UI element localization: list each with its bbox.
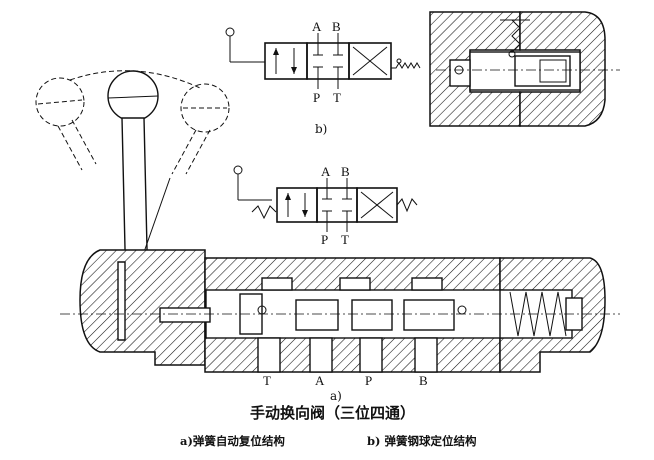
valve-body-section	[60, 249, 620, 373]
symbol-b-port-t: T	[333, 90, 341, 105]
valve-handle	[107, 70, 171, 293]
symbol-a-port-a: A	[321, 164, 331, 179]
valve-port-a: A	[315, 373, 325, 388]
symbol-a-port-t: T	[341, 232, 349, 247]
symbol-b-port-b: B	[332, 19, 341, 34]
symbol-a-port-b: B	[341, 164, 350, 179]
figure-title: 手动换向阀（三位四通）	[250, 404, 415, 422]
symbol-b-port-p: P	[313, 90, 320, 105]
symbol-b-detent	[225, 27, 421, 89]
caption-a: a)弹簧自动复位结构	[180, 434, 285, 448]
symbol-b-port-a: A	[312, 19, 322, 34]
valve-port-p: P	[365, 373, 372, 388]
symbol-b-label: b)	[315, 122, 327, 136]
valve-port-t: T	[263, 373, 271, 388]
detent-detail-section	[429, 11, 620, 127]
valve-port-b: B	[419, 373, 428, 388]
caption-b: b) 弹簧钢球定位结构	[367, 434, 477, 448]
figure-a-label: a)	[330, 389, 342, 403]
symbol-a-spring-return	[233, 165, 418, 232]
symbol-a-port-p: P	[321, 232, 328, 247]
